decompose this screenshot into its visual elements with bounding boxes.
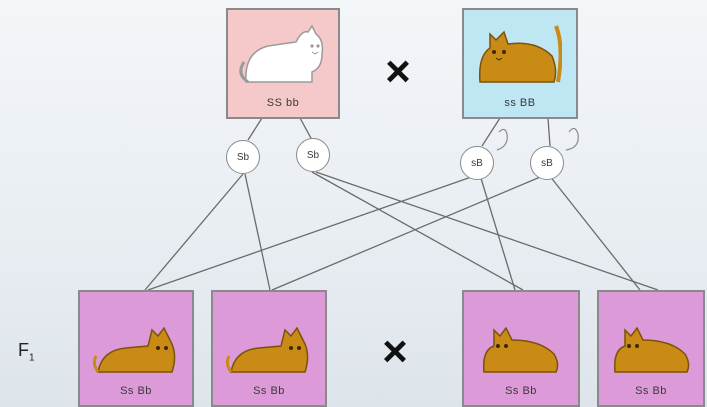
line-g2-o3 — [311, 171, 524, 291]
line-parent1-gamete2 — [299, 117, 313, 141]
offspring-box-1: Ss Bb — [78, 290, 194, 407]
generation-label: F1 — [18, 340, 35, 364]
line-g3-o3 — [479, 174, 516, 291]
generation-letter: F — [18, 340, 29, 360]
orange-cat-icon — [613, 326, 690, 373]
line-g4-o2 — [271, 174, 546, 291]
line-parent1-gamete1 — [247, 117, 263, 141]
parent-box-1: SS bb — [226, 8, 340, 119]
offspring-box-2: Ss Bb — [211, 290, 327, 407]
offspring-genotype-label: Ss Bb — [505, 385, 537, 397]
line-parent2-gamete1 — [481, 117, 501, 147]
orange-cat-icon — [482, 326, 559, 373]
parent-genotype-label: SS bb — [266, 97, 300, 109]
line-g1-o2 — [244, 173, 271, 291]
offspring-genotype-label: Ss Bb — [253, 385, 285, 397]
white-cat-icon — [239, 24, 324, 84]
orange-cat-icon — [92, 326, 176, 373]
generation-subscript: 1 — [29, 352, 35, 364]
line-g2-o4 — [315, 171, 659, 291]
offspring-genotype-label: Ss Bb — [120, 385, 152, 397]
gamete-sb: Sb — [226, 140, 260, 174]
gamete-tail — [565, 127, 579, 151]
line-g3-o1 — [147, 174, 478, 291]
offspring-box-4: Ss Bb — [597, 290, 705, 407]
offspring-box-3: Ss Bb — [462, 290, 580, 407]
gamete-sb: Sb — [296, 138, 330, 172]
cross-symbol: × — [385, 47, 411, 96]
gamete-tail — [496, 128, 508, 151]
orange-cat-icon — [225, 326, 309, 373]
parent-genotype-label: ss BB — [504, 97, 536, 109]
orange-cat-icon — [478, 25, 562, 83]
gamete-sB: sB — [460, 146, 494, 180]
gamete-sB: sB — [530, 146, 564, 180]
offspring-genotype-label: Ss Bb — [635, 385, 667, 397]
cross-symbol: × — [382, 327, 408, 376]
line-g1-o1 — [144, 173, 244, 291]
line-g4-o4 — [548, 174, 641, 291]
line-parent2-gamete2 — [547, 117, 551, 147]
parent-box-2: ss BB — [462, 8, 578, 119]
